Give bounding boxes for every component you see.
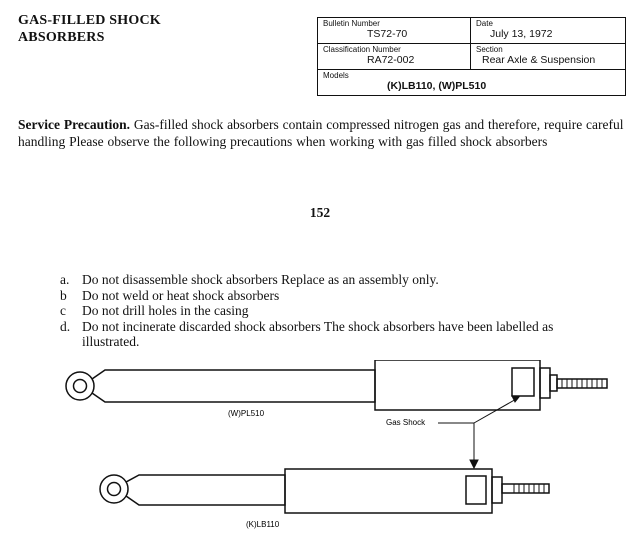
list-item: d. Do not incinerate discarded shock abs… — [60, 319, 580, 350]
bulletin-number-value: TS72-70 — [367, 28, 408, 40]
section-label: Section — [476, 45, 503, 54]
item-letter: d. — [60, 318, 71, 334]
item-letter: b — [60, 287, 67, 303]
callout-leaders — [438, 395, 520, 470]
lower-rod-thread-icon — [513, 484, 545, 493]
upper-rod-thread-icon — [561, 379, 603, 388]
document-title: GAS-FILLED SHOCK ABSORBERS — [18, 12, 278, 46]
date-cell: Date July 13, 1972 — [470, 17, 626, 44]
intro-paragraph: Service Precaution. Gas-filled shock abs… — [18, 116, 624, 150]
intro-heading: Service Precaution. — [18, 117, 130, 132]
shock-absorber-illustration: (W)PL510 Gas Shock (K)LB110 — [65, 360, 608, 529]
upper-shock-absorber — [65, 360, 608, 411]
list-item: c Do not drill holes in the casing — [60, 303, 580, 319]
classification-label: Classification Number — [323, 45, 401, 54]
models-label: Models — [323, 71, 349, 80]
date-label: Date — [476, 19, 493, 28]
item-text: Do not disassemble shock absorbers Repla… — [82, 272, 439, 287]
gas-shock-callout: Gas Shock — [386, 418, 426, 427]
list-item: a. Do not disassemble shock absorbers Re… — [60, 272, 580, 288]
precaution-list: a. Do not disassemble shock absorbers Re… — [60, 272, 580, 350]
item-letter: c — [60, 303, 66, 318]
item-text: Do not drill holes in the casing — [82, 303, 249, 318]
upper-model-label: (W)PL510 — [228, 409, 265, 418]
item-text: Do not incinerate discarded shock absorb… — [82, 318, 554, 350]
models-cell: Models (K)LB110, (W)PL510 — [317, 69, 626, 96]
title-line-1: GAS-FILLED SHOCK — [18, 13, 161, 28]
lower-shock-absorber — [99, 468, 550, 514]
classification-cell: Classification Number RA72-002 — [317, 43, 471, 70]
date-value: July 13, 1972 — [490, 28, 553, 40]
bulletin-number-label: Bulletin Number — [323, 19, 380, 28]
bulletin-info-table: Bulletin Number TS72-70 Date July 13, 19… — [317, 17, 626, 96]
list-item: b Do not weld or heat shock absorbers — [60, 288, 580, 304]
page-number: 152 — [309, 205, 331, 220]
item-text: Do not weld or heat shock absorbers — [82, 287, 280, 303]
intro-body: Gas-filled shock absorbers contain compr… — [18, 117, 624, 149]
classification-value: RA72-002 — [367, 54, 415, 66]
title-line-2: ABSORBERS — [18, 30, 105, 45]
section-value: Rear Axle & Suspension — [482, 54, 596, 66]
models-value: (K)LB110, (W)PL510 — [387, 80, 487, 92]
item-letter: a. — [60, 272, 70, 287]
lower-model-label: (K)LB110 — [246, 520, 280, 529]
section-cell: Section Rear Axle & Suspension — [470, 43, 626, 70]
bulletin-number-cell: Bulletin Number TS72-70 — [317, 17, 471, 44]
